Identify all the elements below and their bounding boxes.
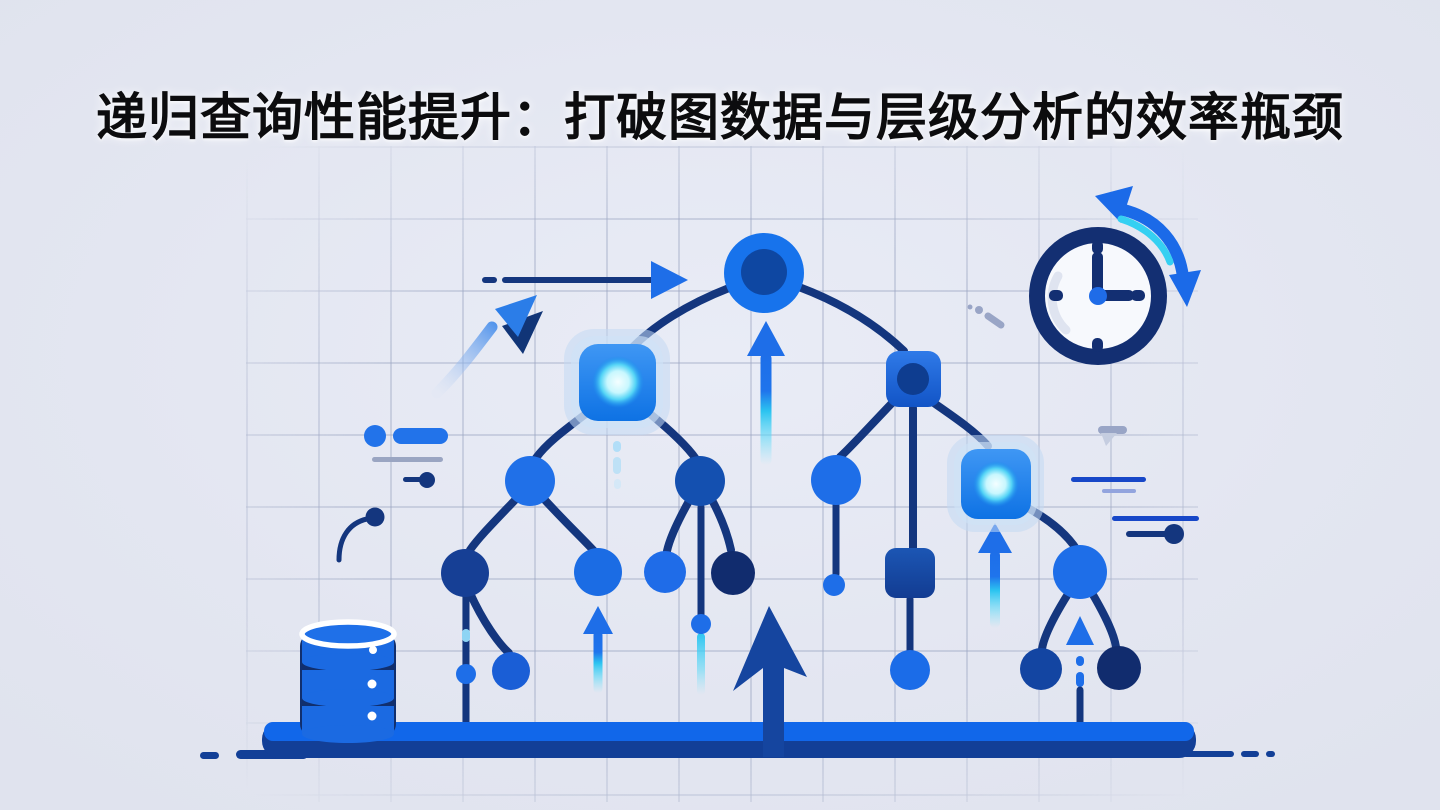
rotate-arrow-icon (1095, 186, 1201, 307)
speed-lines (1071, 477, 1199, 544)
square-node-icon (886, 351, 941, 407)
dark-square-node-icon (885, 548, 935, 598)
glowing-square-node-icon (564, 329, 670, 435)
glowing-square-node-icon (947, 435, 1044, 532)
edge-cyan-accents (462, 441, 705, 695)
decor-dots-left (336, 425, 448, 563)
tree-root-node-icon (724, 233, 804, 313)
up-arrow-icon (583, 321, 1094, 728)
decor-gray-marks (967, 304, 1127, 446)
clock-icon (1029, 227, 1167, 365)
big-up-arrow-icon (733, 606, 807, 757)
growth-arrow-icon (431, 295, 543, 399)
right-arrow-icon (482, 261, 688, 299)
database-icon (299, 619, 397, 743)
circle-node-icon (441, 455, 1141, 690)
connector-dots (456, 574, 845, 684)
ground-bar (200, 722, 1275, 759)
page-title: 递归查询性能提升：打破图数据与层级分析的效率瓶颈 (95, 89, 1344, 146)
